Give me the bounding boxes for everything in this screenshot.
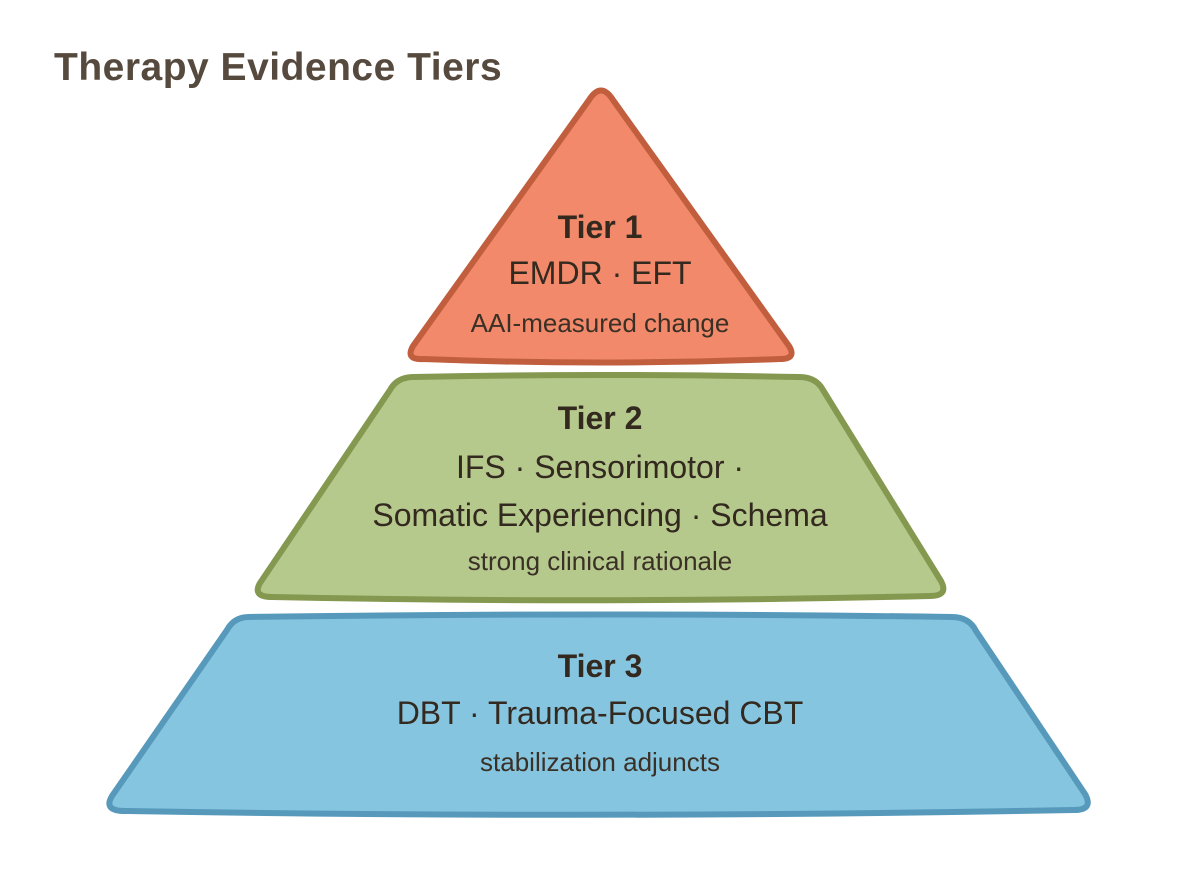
tier2-heading: Tier 2 — [557, 400, 643, 436]
tier1-heading: Tier 1 — [557, 209, 643, 245]
tier1-triangle-shape — [407, 87, 795, 366]
tier2-therapies-line2: Somatic Experiencing · Schema — [372, 497, 828, 533]
tier2-note: strong clinical rationale — [467, 546, 733, 576]
tier3-heading: Tier 3 — [557, 648, 643, 684]
tier2-trapezoid-shape — [254, 372, 947, 604]
diagram-title: Therapy Evidence Tiers — [54, 46, 503, 89]
tier2-therapies-line1: IFS · Sensorimotor · — [455, 449, 745, 485]
tier3-note: stabilization adjuncts — [480, 747, 720, 777]
tier3-trapezoid-shape — [106, 611, 1091, 818]
tier1-therapies: EMDR · EFT — [508, 255, 692, 291]
tier1-note: AAI-measured change — [470, 308, 730, 338]
tier3-therapies: DBT · Trauma-Focused CBT — [396, 695, 804, 731]
